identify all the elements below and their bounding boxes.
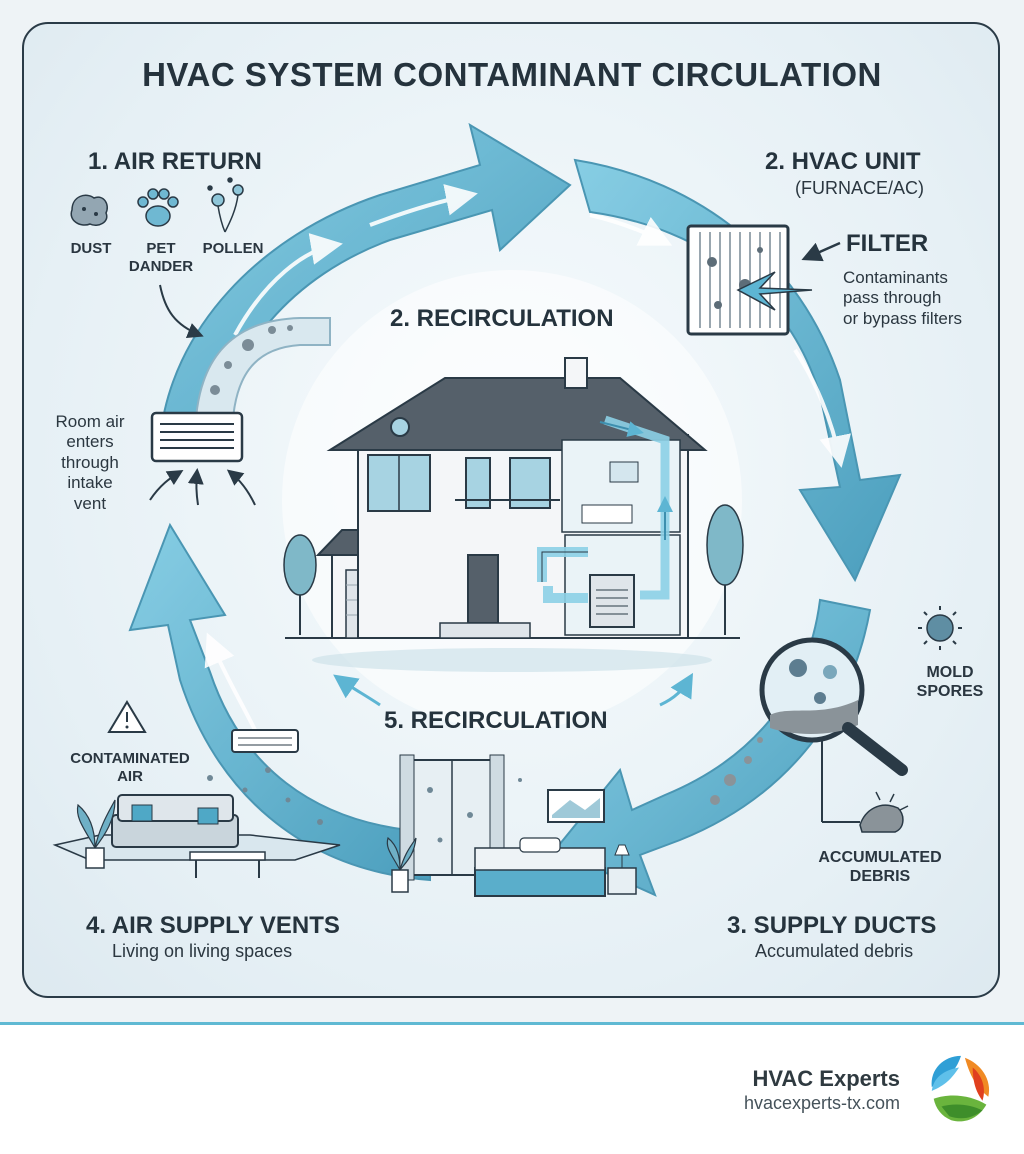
filter-label: FILTER [846, 230, 929, 257]
center-recirculation-label: 2. RECIRCULATION [390, 305, 614, 332]
circulation-diagram [52, 122, 962, 897]
brand-url[interactable]: hvacexperts-tx.com [743, 1093, 900, 1113]
duct-debris [710, 737, 763, 805]
supply-ducts-heading: 3. SUPPLY DUCTS [727, 912, 937, 939]
footer [0, 1025, 1024, 1154]
hvac-unit-heading: 2. HVAC UNIT [765, 148, 921, 175]
living-room-illustration [52, 729, 341, 878]
pollen-icon [207, 177, 244, 233]
recirc-arrow-right [659, 672, 694, 707]
intake-note: Room air enters through intake vent [55, 412, 125, 513]
brand-name: HVAC Experts [752, 1066, 900, 1091]
contaminant-dust-label: DUST [70, 240, 112, 257]
supply-vents-subheading: Living on living spaces [112, 941, 293, 961]
diagram-title: HVAC SYSTEM CONTAMINANT CIRCULATION [142, 56, 882, 93]
warning-icon [107, 700, 147, 733]
return-duct [193, 317, 331, 441]
inner-flow-arrows [204, 184, 851, 731]
bedroom-illustration [386, 754, 637, 897]
intake-vent [149, 411, 256, 506]
dust-icon [70, 194, 108, 226]
accumulated-debris-label: ACCUMULATED DEBRIS [818, 849, 942, 886]
contaminated-air-label: CONTAMINATED AIR [70, 750, 190, 785]
filter-note: Contaminants pass through or bypass filt… [843, 268, 963, 328]
paw-icon [137, 188, 179, 227]
contaminant-pollen-label: POLLEN [202, 240, 264, 257]
supply-ducts-subheading: Accumulated debris [755, 941, 914, 961]
virus-icon [918, 606, 962, 650]
house-illustration [283, 357, 744, 672]
supply-vents-heading: 4. AIR SUPPLY VENTS [86, 912, 340, 939]
contaminant-dander-label: PET DANDER [128, 240, 194, 275]
bottom-recirculation-label: 5. RECIRCULATION [384, 707, 608, 734]
dander-pointer [159, 284, 204, 338]
magnifier-icon [759, 637, 908, 823]
air-return-heading: 1. AIR RETURN [88, 148, 262, 175]
footer-divider [0, 1022, 1024, 1025]
hvac-unit-subheading: (FURNACE/AC) [795, 178, 924, 198]
mold-spores-label: MOLD SPORES [916, 664, 984, 701]
filter-panel [686, 224, 813, 336]
debris-icon [859, 791, 909, 833]
recirc-arrow-left [333, 674, 381, 707]
brand-logo-icon [931, 1055, 990, 1122]
filter-pointer [801, 241, 841, 262]
